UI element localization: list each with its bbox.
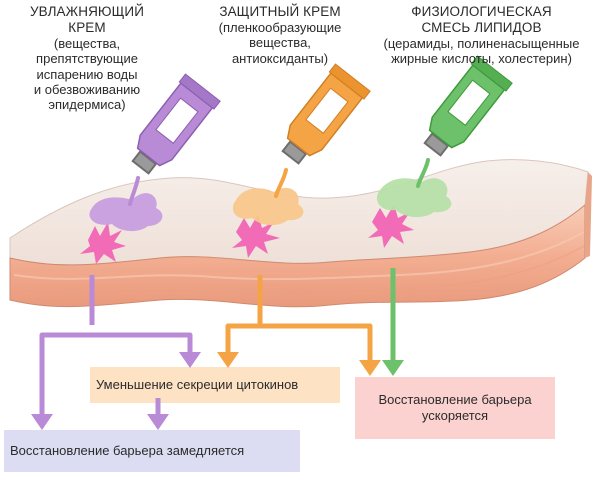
lipid-mixture-tube <box>415 56 512 163</box>
lipid-mixture-desc-line1: (церамиды, полиненасыщенные <box>365 36 598 51</box>
purple-arrowhead-slow <box>147 414 169 430</box>
protective-cream-label: ЗАЩИТНЫЙ КРЕМ (пленкообразующие вещества… <box>200 4 360 66</box>
moisturizer-desc-line5: эпидермиса) <box>2 97 172 112</box>
moisturizer-desc-line3: испарению воды <box>2 67 172 82</box>
barrier-fast-line1: Восстановление барьера <box>355 392 555 408</box>
purple-arrowhead-cytokines <box>179 352 201 368</box>
protective-cream-desc-line1: (пленкообразующие <box>200 20 360 35</box>
moisturizer-label: УВЛАЖНЯЮЩИЙ КРЕМ (вещества, препятствующ… <box>2 4 172 112</box>
moisturizer-title-line2: КРЕМ <box>2 20 172 36</box>
purple-arrowhead-down-left <box>31 414 53 430</box>
cytokines-text: Уменьшение секреции цитокинов <box>96 377 336 393</box>
moisturizer-desc-line2: препятствующие <box>2 51 172 66</box>
lipid-mixture-title-line1: ФИЗИОЛОГИЧЕСКАЯ <box>365 4 598 20</box>
moisturizer-title-line1: УВЛАЖНЯЮЩИЙ <box>2 4 172 20</box>
barrier-fast-text: Восстановление барьера ускоряется <box>355 392 555 423</box>
barrier-slow-text: Восстановление барьера замедляется <box>10 443 298 459</box>
protective-cream-desc-line2: вещества, <box>200 35 360 50</box>
protective-cream-desc-line3: антиоксиданты) <box>200 51 360 66</box>
lipid-mixture-desc-line2: жирные кислоты, холестерин) <box>365 51 598 66</box>
protective-cream-tube <box>273 64 370 171</box>
green-arrowhead <box>382 360 404 376</box>
moisturizer-desc-line1: (вещества, <box>2 36 172 51</box>
moisturizer-desc-line4: и обезвоживанию <box>2 82 172 97</box>
lipid-mixture-label: ФИЗИОЛОГИЧЕСКАЯ СМЕСЬ ЛИПИДОВ (церамиды,… <box>365 4 598 67</box>
lipid-mixture-title-line2: СМЕСЬ ЛИПИДОВ <box>365 20 598 36</box>
orange-arrowhead-cytokines <box>217 352 239 368</box>
barrier-fast-line2: ускоряется <box>355 408 555 424</box>
orange-arrowhead-fast <box>359 360 381 376</box>
protective-cream-title: ЗАЩИТНЫЙ КРЕМ <box>200 4 360 20</box>
